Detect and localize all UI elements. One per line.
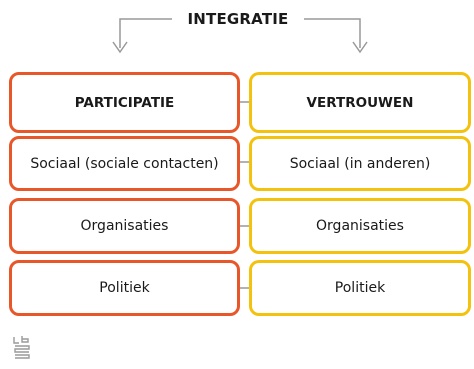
diagram-title: INTEGRATIE (172, 4, 304, 34)
participatie-item-politiek: Politiek (9, 260, 240, 316)
left-arrow-icon (112, 41, 128, 54)
vertrouwen-header: VERTROUWEN (249, 72, 471, 133)
participatie-header: PARTICIPATIE (9, 72, 240, 133)
vertrouwen-item-organisaties: Organisaties (249, 198, 471, 254)
participatie-item-organisaties: Organisaties (9, 198, 240, 254)
participatie-item-sociaal: Sociaal (sociale contacten) (9, 136, 240, 191)
cbs-logo-icon (13, 336, 30, 359)
vertrouwen-item-politiek: Politiek (249, 260, 471, 316)
right-arrow-icon (352, 41, 368, 54)
left-bracket-line (119, 18, 172, 48)
vertrouwen-item-sociaal: Sociaal (in anderen) (249, 136, 471, 191)
right-bracket-line (304, 18, 361, 48)
